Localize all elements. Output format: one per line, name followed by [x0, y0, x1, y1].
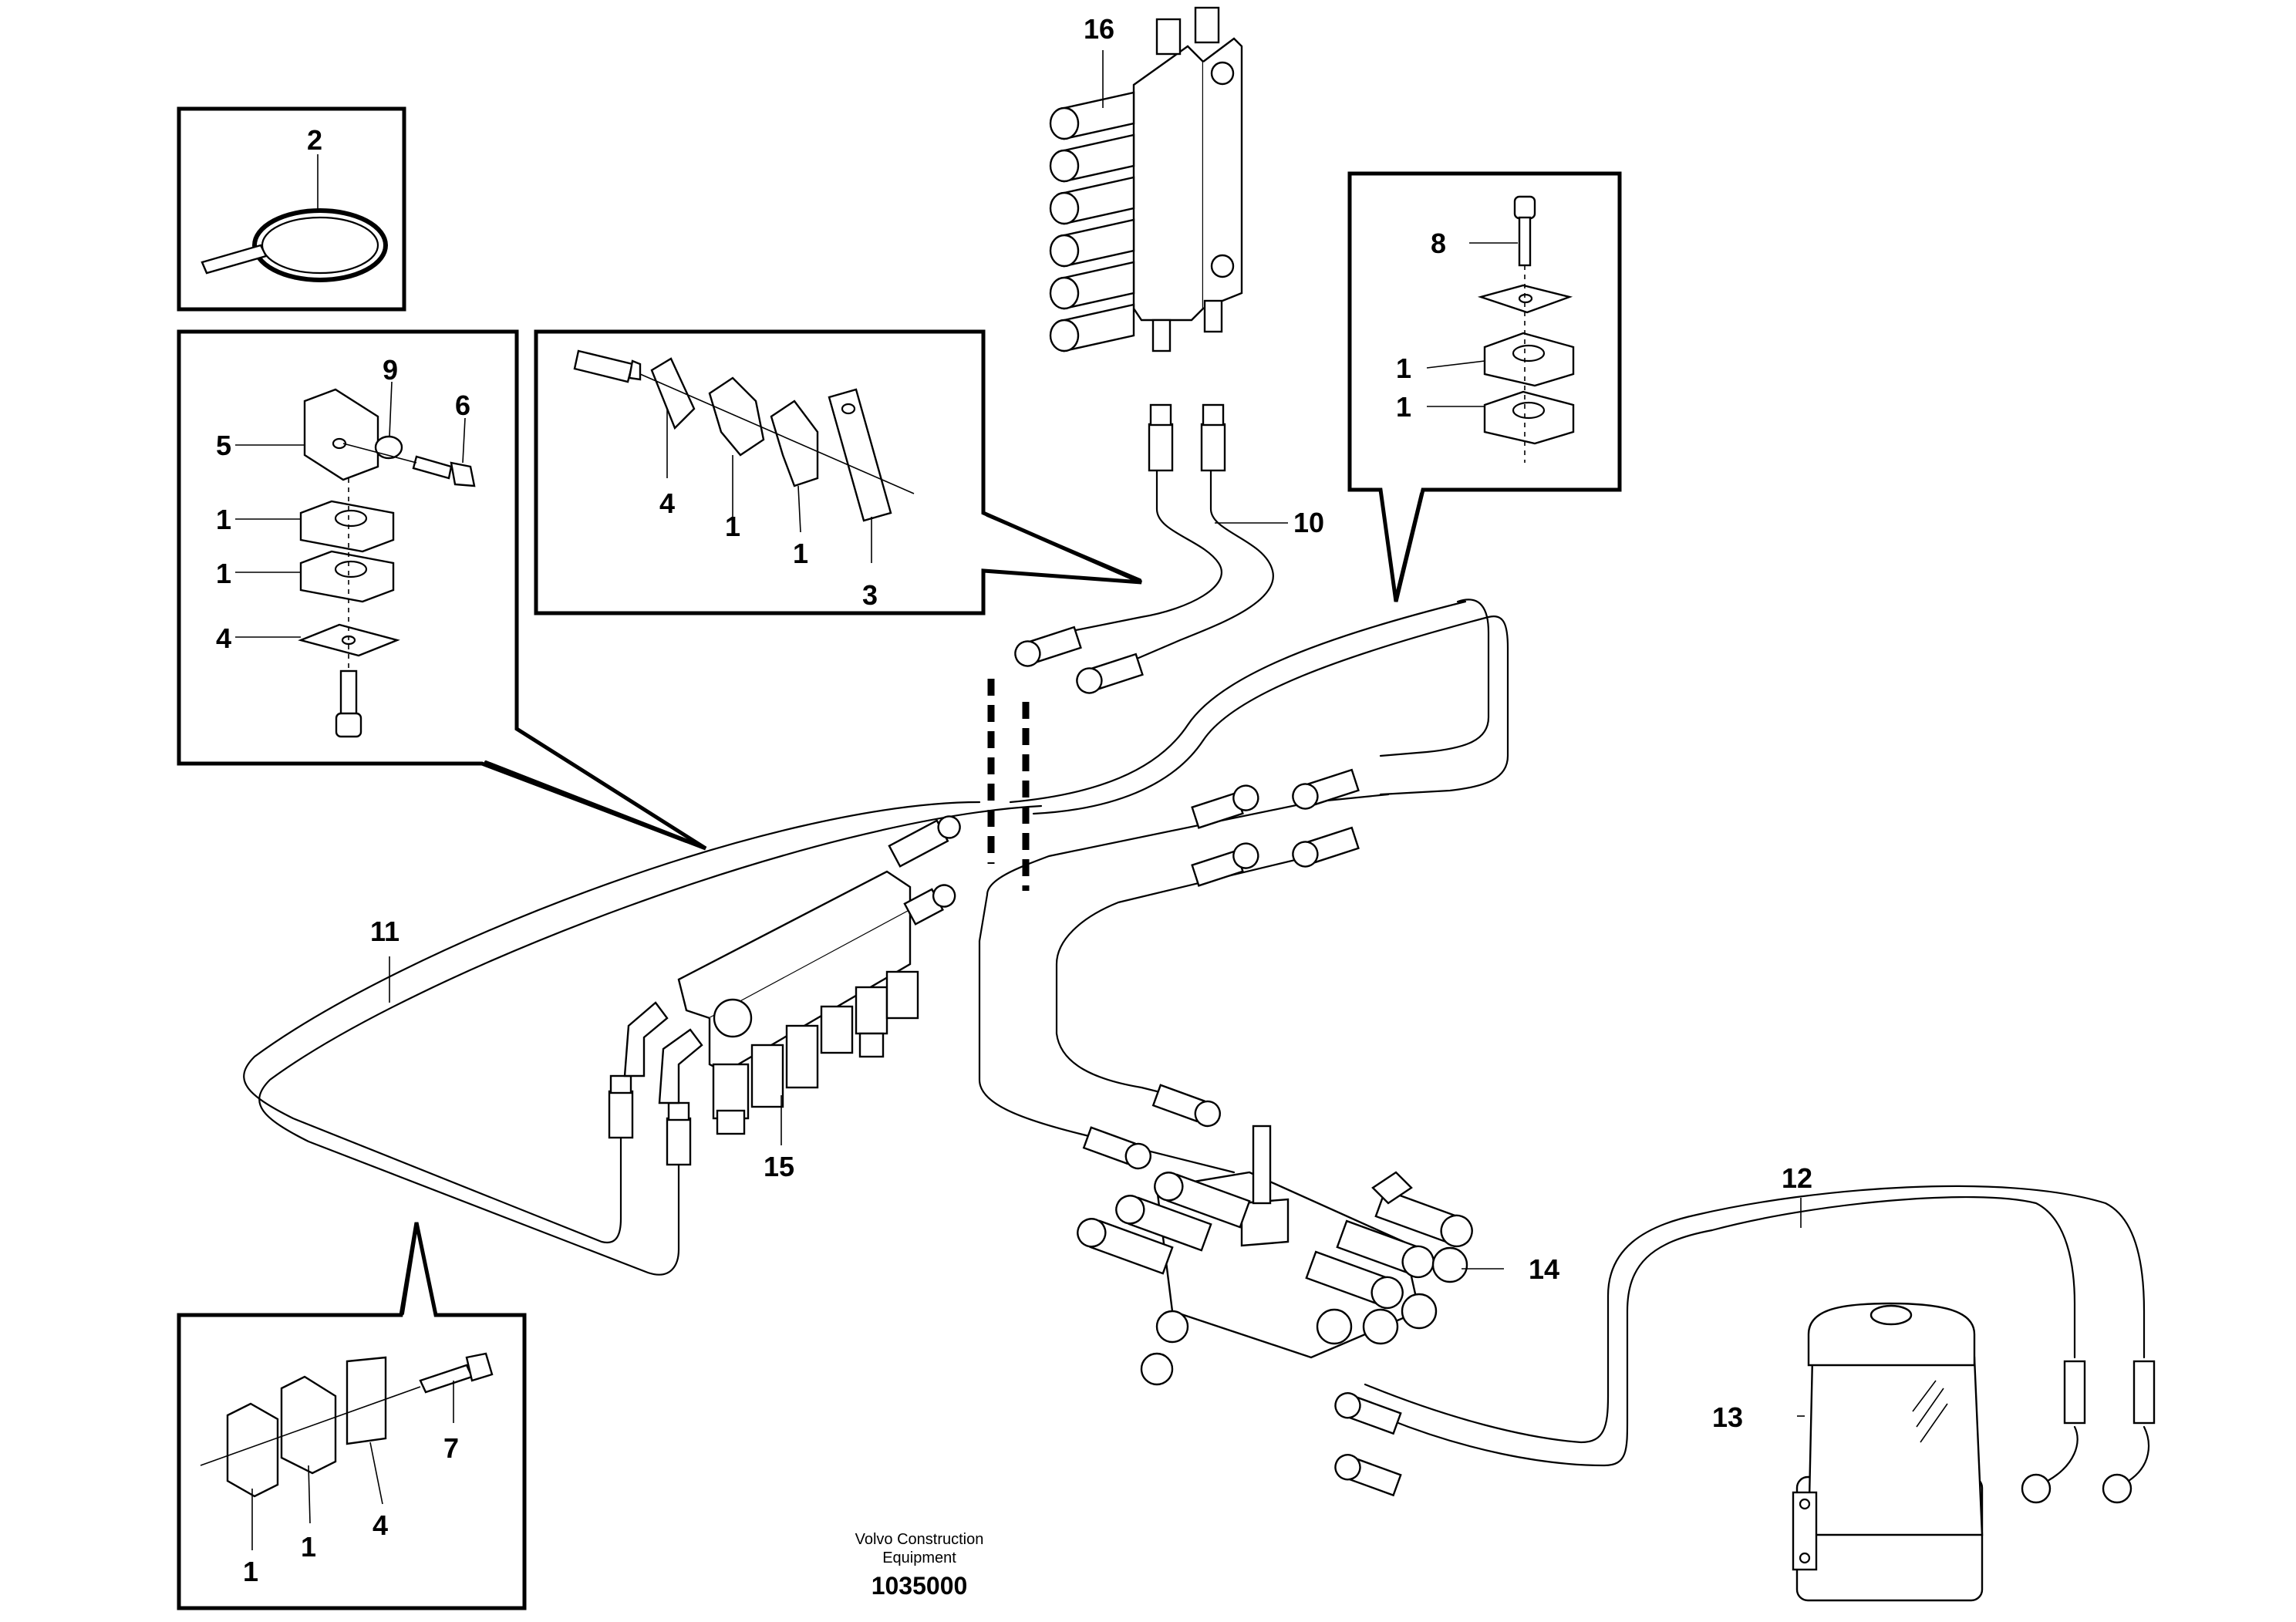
label-16: 16: [1084, 13, 1114, 45]
label-8: 8: [1431, 228, 1446, 259]
label-12: 12: [1782, 1162, 1812, 1194]
label-3: 3: [862, 579, 878, 611]
label-11: 11: [370, 916, 400, 947]
hose-fittings: [608, 403, 2156, 1497]
distributor-block-16: [1049, 6, 1243, 352]
label-7: 7: [443, 1432, 459, 1464]
detail-box-clamp-bottom: [177, 1222, 527, 1610]
footer-line-2: Equipment: [882, 1549, 956, 1566]
leader-lines: [235, 50, 1805, 1550]
label-1: 1: [216, 504, 231, 535]
distributor-block-15: [623, 815, 961, 1135]
label-10: 10: [1293, 507, 1324, 538]
pipe-network: [243, 461, 2146, 1467]
label-1: 1: [243, 1556, 258, 1587]
label-4: 4: [216, 622, 231, 654]
footer-line-1: Volvo Construction: [855, 1531, 984, 1548]
label-14: 14: [1529, 1253, 1559, 1285]
label-13: 13: [1712, 1401, 1743, 1433]
label-9: 9: [383, 354, 398, 386]
label-4: 4: [373, 1509, 388, 1541]
footer-brand: Volvo Construction Equipment 1035000: [855, 1531, 984, 1600]
label-1: 1: [793, 538, 808, 569]
label-2: 2: [307, 124, 322, 156]
label-1: 1: [216, 558, 231, 589]
detail-box-cable-tie: [177, 106, 406, 312]
part-number-labels: 2 9 6 5 1 1 4 4 1 1 3 16 10 8 1 1 11 15 …: [216, 13, 1812, 1587]
label-6: 6: [455, 389, 470, 421]
distributor-block-14: [1077, 1125, 1473, 1386]
lubrication-pump-13: [1792, 1302, 2150, 1602]
label-1: 1: [1396, 352, 1411, 384]
label-5: 5: [216, 430, 231, 461]
label-1: 1: [1396, 391, 1411, 423]
drawing-number: 1035000: [872, 1572, 968, 1600]
detail-box-clamp-left: [177, 329, 707, 851]
detail-box-clamp-center: [534, 329, 1143, 615]
label-1: 1: [725, 511, 740, 542]
outlet-fittings-16: [1049, 91, 1135, 352]
label-1: 1: [301, 1531, 316, 1563]
label-15: 15: [764, 1151, 794, 1182]
detail-box-clamp-right: [1347, 171, 1622, 602]
label-4: 4: [659, 487, 675, 519]
